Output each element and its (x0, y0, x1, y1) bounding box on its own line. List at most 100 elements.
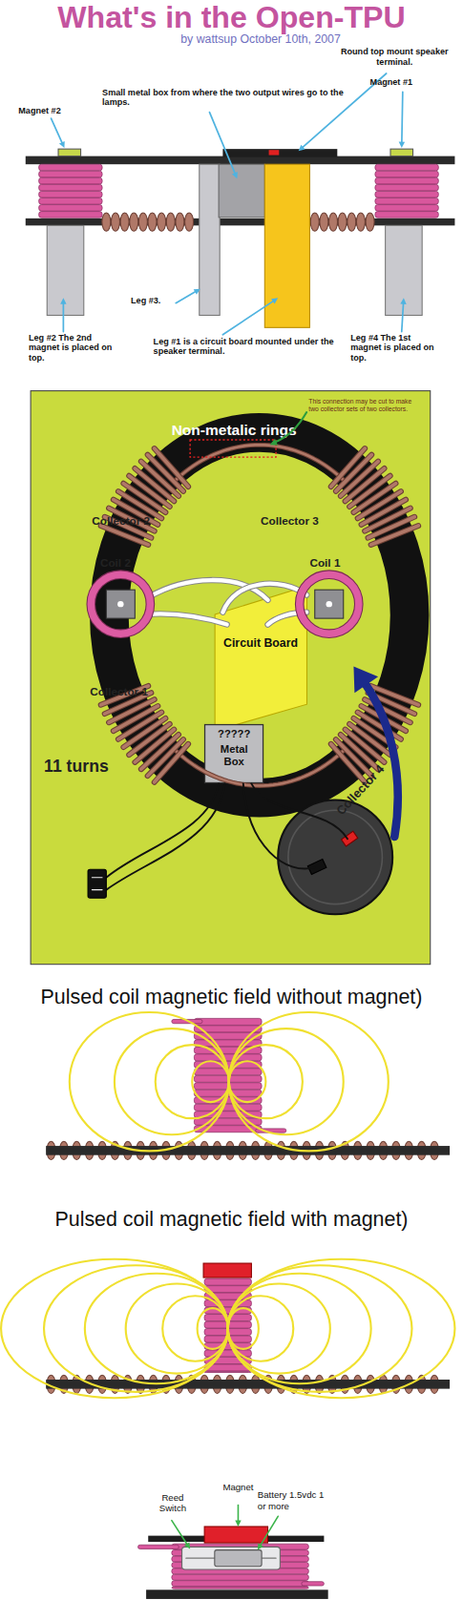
collector-turn (345, 730, 385, 763)
collector-label: Collector 3 (260, 514, 343, 528)
collector-turn (123, 484, 166, 513)
collector-turn (336, 455, 372, 492)
field-line (228, 1260, 456, 1399)
collector-turn (134, 730, 174, 763)
metal-box: ????? Metal Box (204, 724, 264, 784)
leader-arrow-head (193, 289, 201, 295)
collector-turn (349, 724, 391, 756)
collector-turn (123, 718, 166, 748)
field-line (126, 1283, 229, 1374)
collector-turn (364, 508, 411, 532)
coil-label: Coil 1 (309, 556, 356, 570)
speaker-rim (288, 810, 382, 905)
coil-winding (204, 1350, 252, 1358)
field-line (228, 1274, 372, 1386)
core-rod (45, 1380, 450, 1390)
part-label: Magnet #1 (370, 77, 444, 87)
node-text: Metal Box (210, 743, 258, 769)
collector-turn (360, 706, 406, 732)
field-line (69, 1012, 230, 1152)
coil-wire (147, 613, 228, 625)
collector-turn (371, 686, 420, 706)
note-pointer-head (270, 439, 278, 446)
collector-turn (357, 491, 401, 519)
coil-winding (171, 1575, 309, 1581)
rod-winding (347, 212, 357, 232)
page-title: What's in the Open-TPU (0, 0, 463, 36)
coil-winding (171, 1587, 309, 1590)
collector-turn (134, 468, 174, 502)
node-text: ????? (206, 728, 262, 741)
field-line (229, 1061, 267, 1103)
collector-turn (128, 476, 170, 507)
rod-winding (175, 212, 185, 232)
battery (214, 1551, 262, 1568)
leader-arrow-head (60, 297, 66, 304)
collector-lead (174, 444, 345, 482)
coil-wire (222, 584, 307, 613)
collector-turn (118, 713, 162, 740)
pulse-coil (90, 574, 150, 634)
collector-turn (141, 735, 179, 770)
leader-arrow-head (399, 142, 405, 148)
leader-arrow (259, 1516, 278, 1547)
collector-turn (118, 713, 162, 740)
pulse-coil (299, 574, 359, 634)
box-outline (205, 725, 264, 784)
byline: by wattsup October 10th, 2007 (153, 32, 369, 46)
part-label: Battery 1.5vdc 1 or more (257, 1490, 334, 1512)
field-line (155, 1045, 230, 1119)
collector-turn (340, 735, 379, 770)
leader-arrow-head (231, 171, 238, 179)
collector-turn (331, 744, 365, 783)
collector-label: Collector 1 (89, 685, 172, 699)
callout-note: Round top mount speaker terminal. (336, 46, 452, 67)
core-hole (117, 601, 124, 608)
coil-winding (375, 164, 439, 171)
speaker-terminal (307, 860, 327, 876)
collector-turn (113, 706, 159, 732)
collector-turn (345, 468, 385, 502)
collector-turn (128, 724, 170, 756)
core-hole (326, 601, 333, 608)
collector-label: Collector 4 (321, 751, 399, 832)
collector-turn (364, 699, 411, 723)
top-plate (25, 156, 456, 166)
collector-turn (108, 699, 155, 723)
collector-turn (367, 693, 415, 715)
collector-turn (147, 455, 184, 492)
leader-arrow-head (184, 1542, 190, 1550)
collector-turn (113, 706, 159, 732)
leader-arrow-head (59, 141, 65, 148)
callout-note: Leg #4 The 1st magnet is placed on top. (350, 333, 441, 363)
leader-arrow-head (234, 1521, 241, 1528)
coil-winding (193, 1018, 262, 1026)
leader-arrow-head (399, 297, 406, 305)
collector-turn (360, 706, 406, 732)
field-line (197, 1308, 229, 1350)
note-pointer (275, 412, 307, 442)
section-heading: Pulsed coil magnetic field with magnet) (0, 1208, 463, 1233)
collector-turn (336, 455, 372, 492)
leg (385, 225, 423, 316)
speaker-terminal (341, 831, 358, 847)
field-line (228, 1308, 259, 1350)
collector-turn (364, 508, 411, 532)
collector-turn (154, 448, 189, 487)
collector-turn (360, 500, 406, 526)
collector-turn (367, 693, 415, 715)
terminal-post (269, 149, 280, 155)
rod-winding (329, 212, 338, 232)
pulse-coil (299, 574, 359, 634)
leader-arrow (51, 118, 64, 144)
cut-marker (189, 440, 276, 458)
rod-winding (337, 212, 347, 232)
coil-winding (39, 205, 103, 212)
coil-winding (193, 1040, 262, 1048)
base-plate (146, 1590, 329, 1600)
leader-arrow (171, 1521, 188, 1547)
leader-arrow-head (271, 297, 278, 304)
board-outline (214, 586, 307, 732)
coil-winding (39, 197, 103, 205)
